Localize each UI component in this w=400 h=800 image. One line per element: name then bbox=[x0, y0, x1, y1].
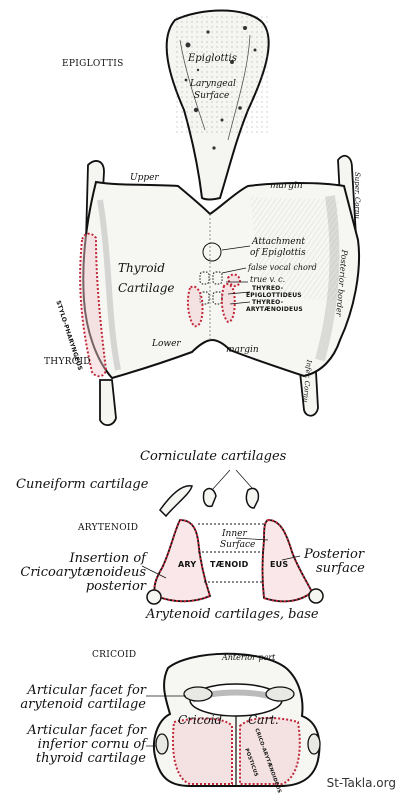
lower-margin-label-1: Lower bbox=[152, 339, 181, 349]
insertion-label-1: Insertion of bbox=[69, 551, 146, 566]
right-inferior-cornu bbox=[299, 371, 319, 417]
arytenoid-drawing bbox=[141, 469, 324, 605]
superior-cornu-label: Super. Cornu bbox=[353, 172, 361, 219]
cuneiform-cartilage bbox=[159, 485, 193, 518]
section-cricoid: CRICOID bbox=[92, 650, 137, 660]
posterior-surface-label-2: surface bbox=[316, 561, 365, 576]
section-thyroid: THYROID bbox=[44, 357, 91, 367]
watermark: St-Takla.org bbox=[326, 776, 396, 790]
thyreo-arytaenoideus-1: THYREO- bbox=[252, 299, 284, 306]
inner-surface-label-2: Surface bbox=[220, 540, 256, 550]
section-arytenoid: ARYTENOID bbox=[78, 523, 139, 533]
articular-inferior-label-2: inferior cornu of bbox=[37, 737, 146, 752]
laryngeal-label: Laryngeal bbox=[190, 79, 236, 89]
false-cord-label: false vocal chord bbox=[248, 263, 317, 272]
inner-surface-label-1: Inner bbox=[222, 529, 247, 539]
left-inferior-cornu bbox=[99, 379, 117, 426]
upper-margin-label-1: Upper bbox=[130, 173, 159, 183]
thyreo-epiglottideus-2: EPIGLOTTIDEUS bbox=[246, 292, 302, 299]
epiglottis-attachment-mark bbox=[202, 242, 222, 262]
thyroid-drawing bbox=[79, 154, 361, 426]
arytenoid-left-base bbox=[146, 589, 162, 605]
articular-inferior-label-3: thyroid cartilage bbox=[35, 751, 146, 766]
posticus-left bbox=[172, 717, 233, 785]
arytaenoideus-left: ARY bbox=[178, 560, 197, 569]
attachment-label-1: Attachment bbox=[252, 237, 306, 247]
cartilage-word: Cartilage bbox=[118, 281, 175, 295]
corniculate-left bbox=[202, 487, 217, 508]
inferior-cornu-facet-right bbox=[307, 733, 321, 755]
upper-margin-label-2: margin bbox=[270, 181, 303, 191]
section-epiglottis: EPIGLOTTIS bbox=[62, 59, 124, 69]
insertion-label-3: posterior bbox=[85, 579, 146, 594]
articular-arytenoid-label-1: Articular facet for bbox=[27, 683, 146, 698]
articular-arytenoid-label-2: arytenoid cartilage bbox=[20, 697, 146, 712]
arytaenoideus-mid: TÆNOID bbox=[210, 560, 249, 569]
cart-word: Cart. bbox=[248, 713, 279, 727]
cricoid-word: Cricoid bbox=[178, 713, 223, 727]
posterior-surface-label-1: Posterior bbox=[304, 547, 365, 562]
thyreo-epiglottideus-1: THYREO- bbox=[252, 285, 284, 292]
thyroid-word: Thyroid bbox=[118, 261, 165, 275]
epiglottis-label: Epiglottis bbox=[188, 53, 237, 64]
corniculate-label: Corniculate cartilages bbox=[140, 449, 287, 464]
epiglottis-drawing bbox=[165, 9, 270, 201]
anterior-part-label: Anterior part bbox=[222, 653, 276, 662]
thyreo-arytaenoideus-2: ARYTÆNOIDEUS bbox=[246, 306, 303, 313]
lower-margin-label-2: margin bbox=[226, 345, 259, 355]
attachment-label-2: of Epiglottis bbox=[250, 248, 306, 258]
arytenoid-right-base bbox=[308, 588, 324, 604]
bases-label: Arytenoid cartilages, base bbox=[146, 607, 319, 622]
arytaenoideus-right: EUS bbox=[270, 560, 289, 569]
true-cord-label: true v. c. bbox=[250, 275, 286, 284]
arytenoid-facet-right bbox=[265, 686, 295, 702]
articular-inferior-label-1: Articular facet for bbox=[27, 723, 146, 738]
surface-label: Surface bbox=[194, 91, 230, 101]
cricoid-drawing bbox=[146, 652, 321, 787]
insertion-label-2: Cricoarytænoideus bbox=[20, 565, 146, 580]
stylo-pharyngeus-attachment bbox=[79, 232, 108, 378]
posticus-right bbox=[239, 716, 301, 785]
arytenoid-facet-left bbox=[183, 686, 213, 702]
corniculate-right bbox=[245, 487, 260, 509]
cuneiform-label: Cuneiform cartilage bbox=[16, 477, 149, 492]
inferior-cornu-facet-left bbox=[155, 733, 169, 755]
thyreo-epiglottideus-attachment bbox=[186, 285, 204, 328]
